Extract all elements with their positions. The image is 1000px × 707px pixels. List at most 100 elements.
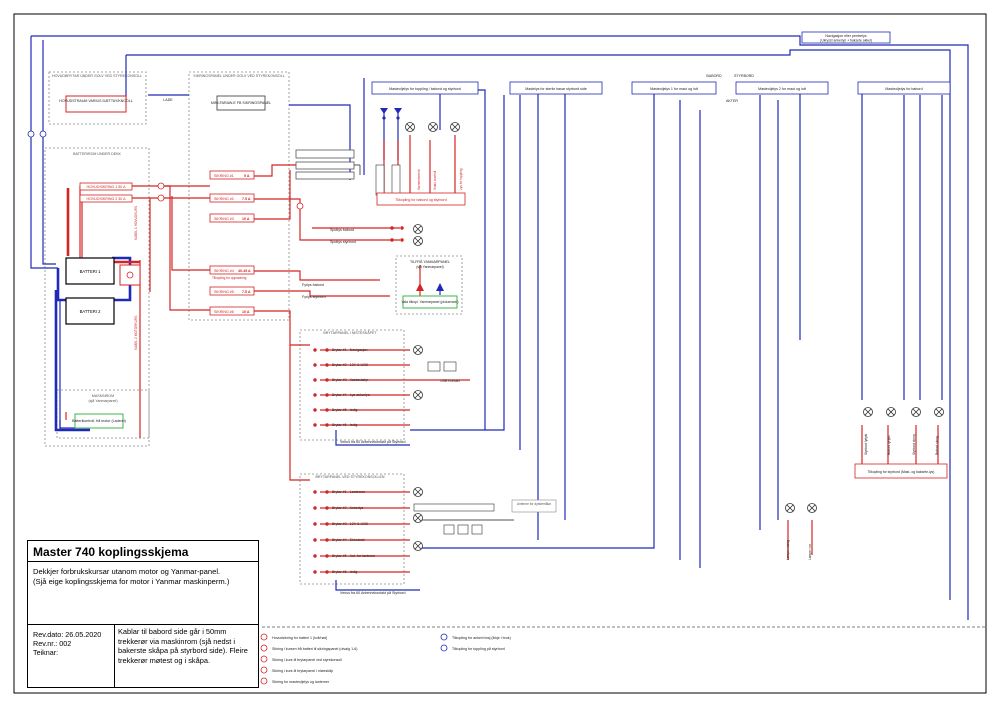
lamp-icon [413, 513, 423, 523]
blue-wires [30, 35, 969, 620]
lamp-icon [413, 487, 423, 497]
battery-room-label: BATTERIROM UNDER DEKK [73, 152, 121, 156]
battery2-box [65, 297, 115, 325]
charger-label: Batterikontroll, frå motor (Laderel) [72, 419, 126, 423]
fuse1-label: SIKRING #1 [214, 174, 234, 178]
fuse5-value: 7.5 A [242, 290, 251, 294]
masthead-right-box [509, 81, 603, 95]
masthead-right-label: Mastelys for sterile basar styrbord side [525, 87, 587, 91]
aux-box [854, 463, 948, 479]
lamp-icon [413, 541, 423, 551]
port-label: BABORD [706, 74, 722, 78]
relay-box [376, 192, 466, 206]
svg-text:Brytar #2 - Ankerlys: Brytar #2 - Ankerlys [332, 506, 364, 510]
switch-panel1-list: Brytar #1 - Navigasjon Brytar #2 - 12V &… [332, 348, 370, 427]
mastlight-top-box [371, 81, 479, 95]
svg-text:Styrbord skrog: Styrbord skrog [912, 434, 916, 455]
rev-nr: 002 [59, 639, 72, 648]
description-line2: (Sjå eige koplingsskjema for motor i Yan… [33, 577, 230, 586]
cable-label-upper: KABEL 1 HOVUDKURS [134, 206, 138, 240]
fuse4-value: 40-45 A [238, 269, 251, 273]
lamp-icon [428, 122, 438, 132]
svg-text:Sikring i kursen frå batteri t: Sikring i kursen frå batteri til sikring… [272, 647, 358, 651]
relay-label: Tilkopling for babord og styrbord [395, 198, 446, 202]
junction-strip-mid [295, 161, 355, 170]
svg-text:Babord fyrlykt: Babord fyrlykt [887, 435, 891, 455]
lamp-icon [934, 407, 944, 417]
battery1-box [65, 257, 115, 285]
svg-text:Brytar #4 - Ekkolodd: Brytar #4 - Ekkolodd [332, 538, 365, 542]
lamp-icon [413, 236, 423, 246]
yanmar-relay-box [402, 295, 458, 309]
legend-marker-icon [260, 655, 268, 663]
main-switch-box [65, 95, 127, 113]
switch-panel2-footer: Venus fra 60 Antennekontakt på Styrbord [340, 591, 406, 595]
battery1-label: BATTERI 1 [80, 269, 102, 274]
main-switch-area-label: HOVUDBRYTAR UNDER GOLV VED STYREKONSOLL [52, 74, 142, 78]
region-switch-panel2 [299, 473, 405, 585]
aft-label: AKTER [726, 99, 738, 103]
svg-text:Lampe i skrog: Lampe i skrog [786, 540, 790, 560]
lamp-symbols [405, 122, 944, 551]
main-fuse1-box [79, 182, 133, 191]
fog-stbd-label: Fyrlys styrbord [302, 295, 326, 299]
fuse-block-label: MINI-FARAW-E FB SIKRINGSPANEL [211, 101, 271, 105]
nav-top-box [801, 31, 891, 44]
mastlight-top-label: Masteoljelys for toppling / babord og st… [389, 87, 461, 91]
main-fuse1-label: HOVUDSIKRING 1 50 A [87, 185, 127, 189]
svg-text:Brytar #6 - ledig: Brytar #6 - ledig [332, 570, 357, 574]
rev-date-label: Rev.dato: [33, 630, 64, 639]
instrument-panel-label: TILFRÅ YANMARPANEL [410, 259, 450, 264]
description-line1: Dekkjer forbrukskursar utanom motor og Y… [33, 567, 221, 576]
lamp-icon [911, 407, 921, 417]
lamp-icon [785, 503, 795, 513]
stbd-label: STYRBORD [734, 74, 754, 78]
fuse3-value: 10 A [242, 217, 250, 221]
engine-room-label: MASKINROM [92, 394, 114, 398]
switch-panel2-list: Brytar #1 - Lanterner Brytar #2 - Ankerl… [332, 490, 375, 574]
mast-vertical-labels: Varmeelement Vindu kontroll Lys for topp… [375, 164, 463, 196]
region-switch-panel1 [299, 329, 405, 441]
cable-note: Kablar til babord side går i 50mm trekke… [118, 627, 248, 665]
spot-stbd-label: Spotlys styrbord [330, 240, 356, 244]
fuse1-value: 5 A [244, 174, 250, 178]
legend-marker-icon [440, 644, 448, 652]
svg-text:Vindu kontroll: Vindu kontroll [433, 170, 437, 190]
fuse6-value: 10 A [242, 310, 250, 314]
svg-text:Tilkopling for anker/vinsj (ik: Tilkopling for anker/vinsj (ikkje i bruk… [452, 636, 511, 640]
engine-room-sub: (sjå Yanmarpanel) [88, 399, 117, 403]
spot-port-label: Spotlys babord [330, 228, 354, 232]
revision-info: Rev.dato: 26.05.2020 Rev.nr.: 002 Teikna… [33, 630, 101, 657]
legend-marker-icon [260, 666, 268, 674]
aux-label: Tilkopling for styrbord (Mast- og bakset… [868, 470, 935, 474]
region-main-switch [48, 71, 147, 125]
nav-top-sub: (Ukrysst ankerlys + baksete akkel) [820, 39, 872, 43]
fuse2-value: 7.5 A [242, 197, 251, 201]
red-wires [65, 135, 939, 573]
blue-markers [27, 130, 47, 138]
yanmar-relay-label: Vala tilkopl. Yanmarpanel (plokarranl.) [402, 300, 459, 304]
charger-box [74, 413, 124, 429]
fuse3-label: SIKRING #3 [214, 217, 234, 221]
svg-text:Brytar #3 - Vaskeutstyr: Brytar #3 - Vaskeutstyr [332, 378, 369, 382]
instrument-panel-sub: (sjå Yanmarpanel) [416, 265, 443, 269]
up-arrow-red-icon [416, 283, 424, 291]
lamp-icon [886, 407, 896, 417]
svg-text:Sikring i kurs til brytarpanel: Sikring i kurs til brytarpanel ved styre… [272, 658, 342, 662]
legend-marker-icon [260, 677, 268, 685]
svg-text:Varmeelement: Varmeelement [417, 169, 421, 190]
red-markers [157, 182, 304, 210]
legend-marker-icon [440, 633, 448, 641]
tunnel1-box [631, 81, 717, 95]
battery-switch-box [119, 264, 141, 286]
tunnel2-label: Masteoljelys 2 for maut og lott [758, 87, 806, 91]
cable-label-lower: KABEL 2 MOTORKURS [134, 316, 138, 350]
svg-text:Sikring i kurs til brytarpanel: Sikring i kurs til brytarpanel i nistesk… [272, 669, 333, 673]
fuse2-label: SIKRING #2 [214, 197, 234, 201]
switch-panel1-title: BRYTARPANEL i NISTESKÅPET [323, 330, 377, 335]
fog-port-label: Fyrlys babord [302, 283, 324, 287]
switch-symbols [313, 226, 404, 574]
switch-panel2-title: BRYTARPANEL VED STYREKONSOLLEN [316, 475, 385, 479]
title-divider [28, 561, 258, 562]
